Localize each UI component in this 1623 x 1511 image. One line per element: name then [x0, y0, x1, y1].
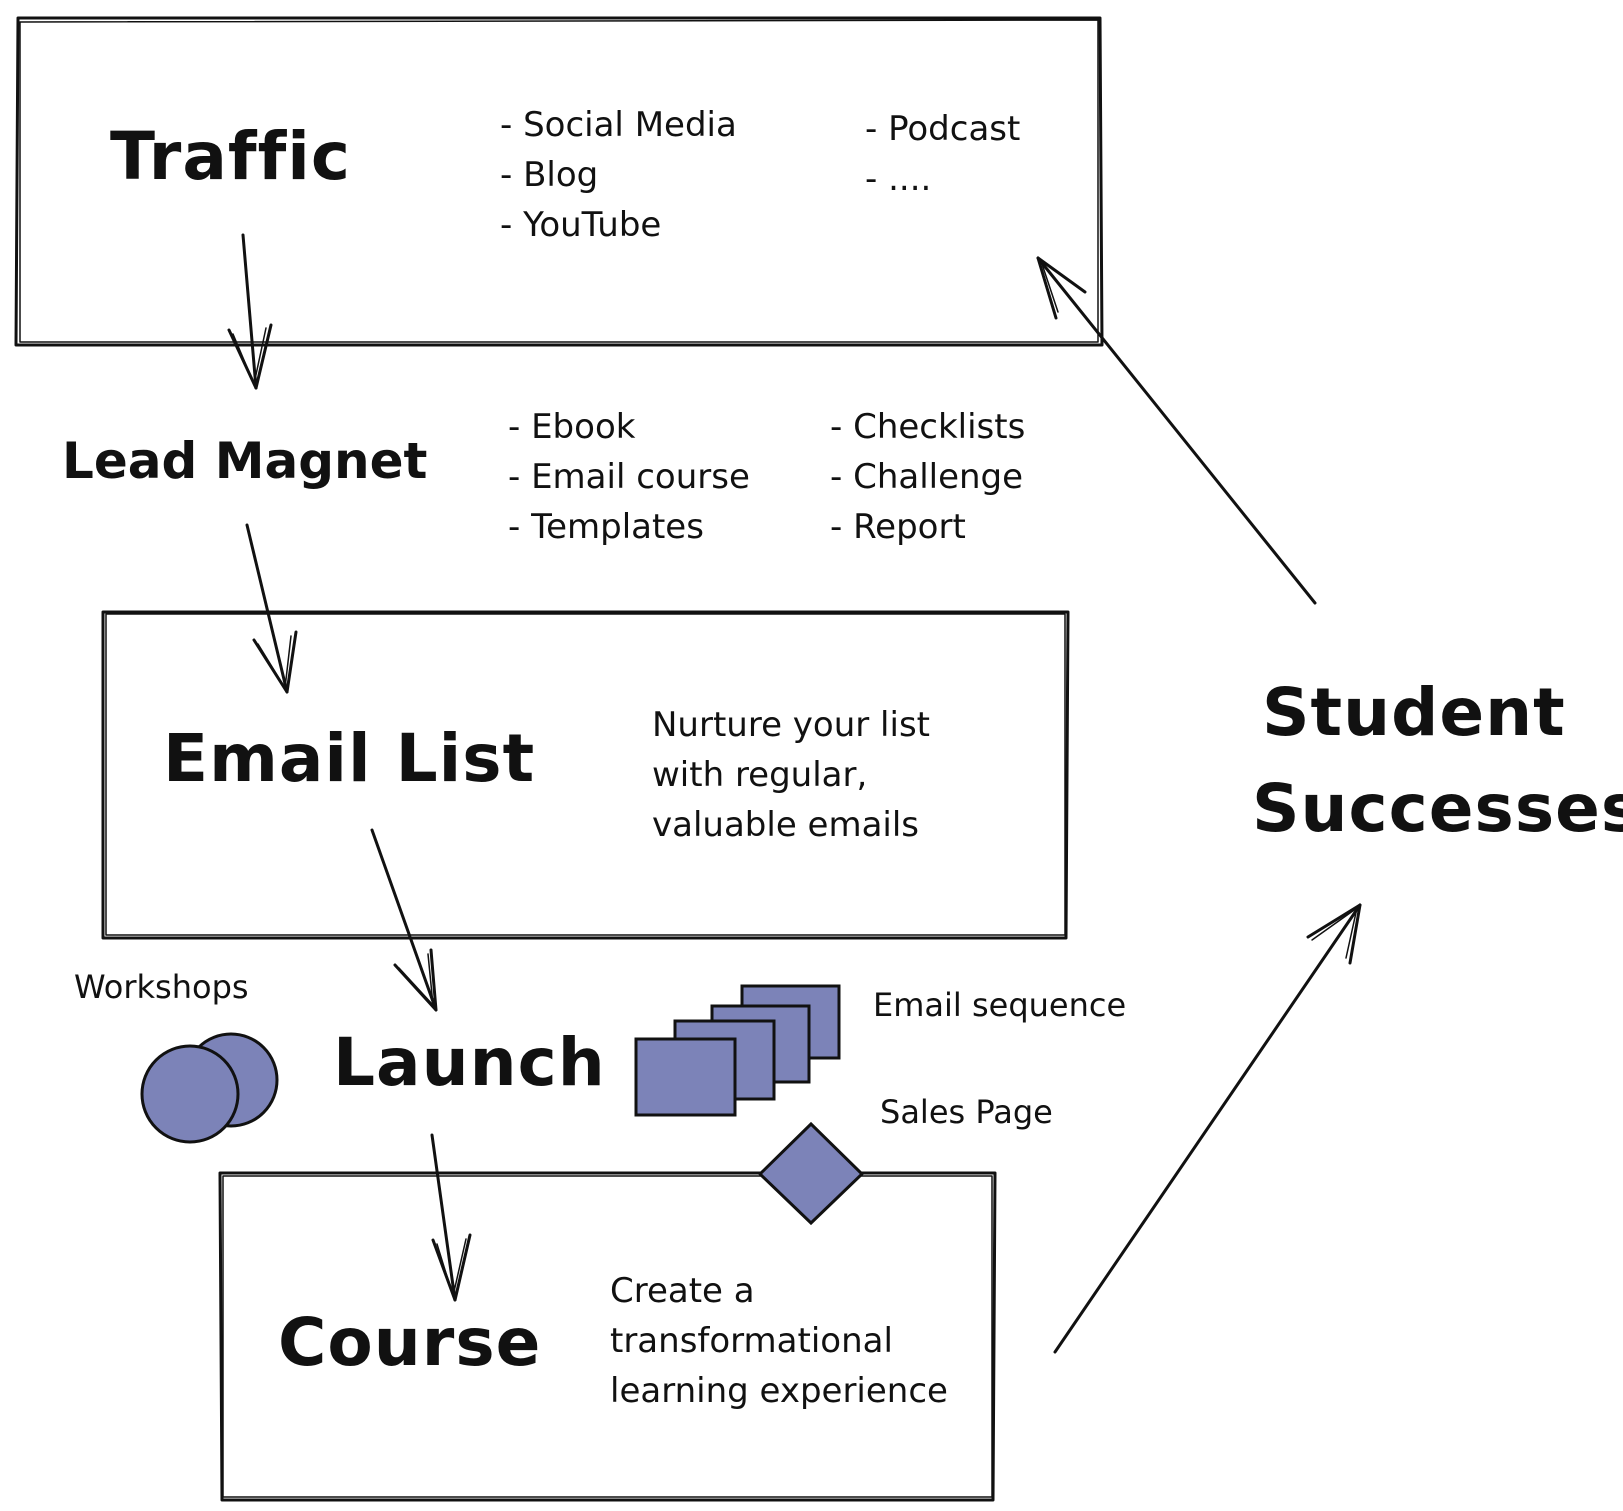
- sales-page-label: Sales Page: [880, 1093, 1053, 1131]
- arrow-student-successes-to-traffic: [1036, 256, 1317, 605]
- list-item: - Ebook: [508, 407, 636, 447]
- list-item: - Templates: [508, 507, 704, 547]
- workshops-label: Workshops: [74, 968, 249, 1006]
- email-list-note: Nurture your list with regular, valuable…: [652, 700, 1052, 850]
- course-title: Course: [278, 1304, 542, 1381]
- note-line: learning experience: [610, 1371, 948, 1411]
- email-list-title: Email List: [163, 720, 536, 797]
- course-note: Create a transformational learning exper…: [610, 1266, 980, 1416]
- list-item: - Checklists: [830, 407, 1026, 447]
- traffic-list-col2: - Podcast - ....: [865, 104, 1020, 204]
- email-list-box: [101, 610, 1070, 940]
- email-sequence-squares-icon: [634, 984, 841, 1117]
- note-line: Create a: [610, 1271, 755, 1311]
- list-item: - Blog: [500, 155, 599, 195]
- student-successes-title: Student Successes: [1252, 665, 1623, 857]
- note-line: Nurture your list: [652, 705, 930, 745]
- student-successes-line1: Student: [1262, 674, 1566, 751]
- arrow-email-list-to-launch: [370, 828, 438, 1012]
- traffic-title: Traffic: [110, 118, 352, 195]
- workshops-circles-icon: [140, 1032, 279, 1144]
- course-box: [218, 1171, 997, 1502]
- arrow-launch-to-course: [430, 1133, 472, 1302]
- list-item: - YouTube: [500, 205, 662, 245]
- student-successes-line2: Successes: [1252, 770, 1623, 847]
- traffic-box: [14, 16, 1104, 347]
- arrow-course-to-student-successes: [1053, 903, 1362, 1354]
- arrow-traffic-to-lead-magnet: [227, 233, 273, 390]
- arrow-lead-magnet-to-email-list: [245, 523, 298, 694]
- list-item: - Social Media: [500, 105, 737, 145]
- launch-title: Launch: [333, 1024, 606, 1101]
- sales-page-diamond-icon: [757, 1121, 865, 1226]
- list-item: - Challenge: [830, 457, 1024, 497]
- note-line: valuable emails: [652, 805, 920, 845]
- lead-magnet-title: Lead Magnet: [62, 432, 428, 490]
- list-item: - Email course: [508, 457, 750, 497]
- list-item: - Podcast: [865, 109, 1021, 149]
- traffic-list-col1: - Social Media - Blog - YouTube: [500, 100, 737, 250]
- note-line: transformational: [610, 1321, 893, 1361]
- list-item: - ....: [865, 159, 932, 199]
- note-line: with regular,: [652, 755, 868, 795]
- list-item: - Report: [830, 507, 966, 547]
- lead-magnet-list-col2: - Checklists - Challenge - Report: [830, 402, 1025, 552]
- email-sequence-label: Email sequence: [873, 986, 1127, 1024]
- lead-magnet-list-col1: - Ebook - Email course - Templates: [508, 402, 750, 552]
